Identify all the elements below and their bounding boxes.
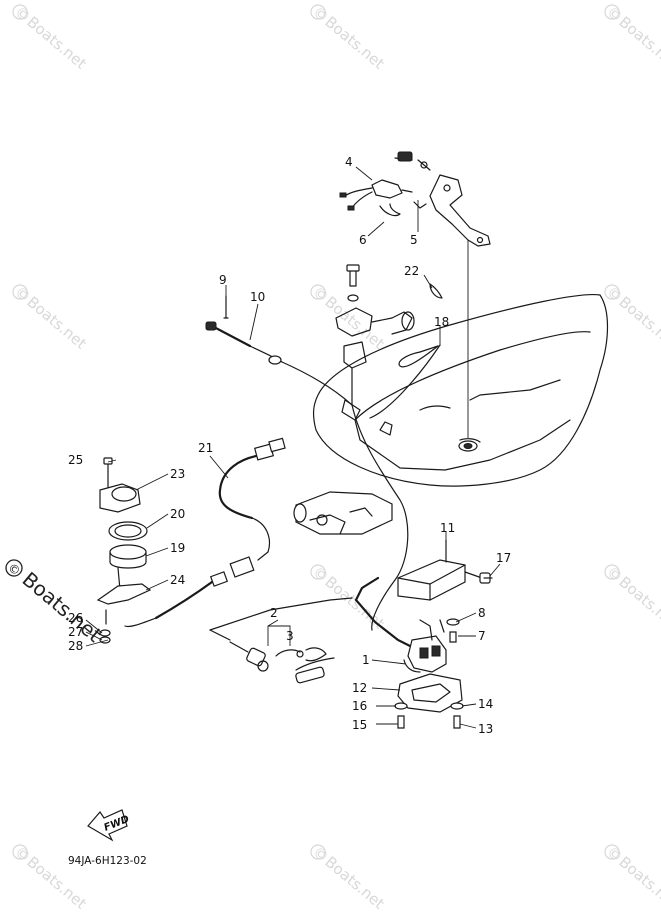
callout-28: 28 xyxy=(68,639,83,653)
callout-22: 22 xyxy=(404,264,419,278)
part-code: 94JA-6H123-02 xyxy=(68,855,147,867)
callout-18: 18 xyxy=(434,315,449,329)
watermark-text: Boats.net xyxy=(18,567,107,647)
main-switch xyxy=(394,618,464,729)
callout-8: 8 xyxy=(478,606,486,620)
callout-4: 4 xyxy=(345,155,353,169)
watermark: © Boats.net xyxy=(603,563,661,633)
watermark-dark: © Boats.net xyxy=(5,559,107,647)
callout-12: 12 xyxy=(352,681,367,695)
watermark-text: Boats.net xyxy=(321,853,388,913)
watermark: © Boats.net xyxy=(309,283,388,353)
callout-1: 1 xyxy=(362,653,370,667)
callout-2: 2 xyxy=(270,606,278,620)
left-hardware xyxy=(96,457,152,644)
callout-3: 3 xyxy=(286,629,294,643)
callout-25: 25 xyxy=(68,453,83,467)
callout-24: 24 xyxy=(170,573,185,587)
callout-11: 11 xyxy=(440,521,455,535)
watermark: © Boats.net xyxy=(603,283,661,353)
watermark: © Boats.net xyxy=(11,283,90,353)
callout-23: 23 xyxy=(170,467,185,481)
watermark: © Boats.net xyxy=(309,3,388,73)
callout-7: 7 xyxy=(478,629,486,643)
callout-26: 26 xyxy=(68,611,83,625)
watermark-text: Boats.net xyxy=(615,293,661,353)
callout-16: 16 xyxy=(352,699,367,713)
watermark-text: Boats.net xyxy=(23,293,90,353)
forward-direction-indicator: FWD xyxy=(87,809,131,842)
callout-5: 5 xyxy=(410,233,418,247)
bottom-cowling xyxy=(312,293,609,487)
callout-labels: 4 5 6 9 10 22 18 21 25 23 20 19 24 26 27… xyxy=(68,155,511,736)
watermark: © Boats.net xyxy=(309,843,388,913)
watermark-text: Boats.net xyxy=(615,13,661,73)
stop-switch xyxy=(229,641,335,684)
callout-10: 10 xyxy=(250,290,265,304)
watermark: © Boats.net xyxy=(603,843,661,913)
main-harness xyxy=(209,404,420,652)
callout-9: 9 xyxy=(219,273,227,287)
leader-lines xyxy=(85,166,501,729)
middle-switch-assembly xyxy=(335,264,443,419)
watermark-text: Boats.net xyxy=(615,573,661,633)
watermark: © Boats.net xyxy=(603,3,661,73)
callout-21: 21 xyxy=(198,441,213,455)
callout-15: 15 xyxy=(352,718,367,732)
callout-6: 6 xyxy=(359,233,367,247)
stop-cable xyxy=(205,295,361,421)
callout-17: 17 xyxy=(496,551,511,565)
callout-14: 14 xyxy=(478,697,493,711)
callout-19: 19 xyxy=(170,541,185,555)
relay-component xyxy=(397,539,493,601)
top-bracket-assembly xyxy=(339,151,491,438)
wire-harness xyxy=(124,437,286,628)
callout-13: 13 xyxy=(478,722,493,736)
watermark-text: Boats.net xyxy=(23,13,90,73)
watermark-text: Boats.net xyxy=(321,13,388,73)
callout-20: 20 xyxy=(170,507,185,521)
watermark: © Boats.net xyxy=(11,843,90,913)
watermark: © Boats.net xyxy=(11,3,90,73)
callout-27: 27 xyxy=(68,625,83,639)
watermark-text: Boats.net xyxy=(615,853,661,913)
starter-motor xyxy=(293,491,393,535)
